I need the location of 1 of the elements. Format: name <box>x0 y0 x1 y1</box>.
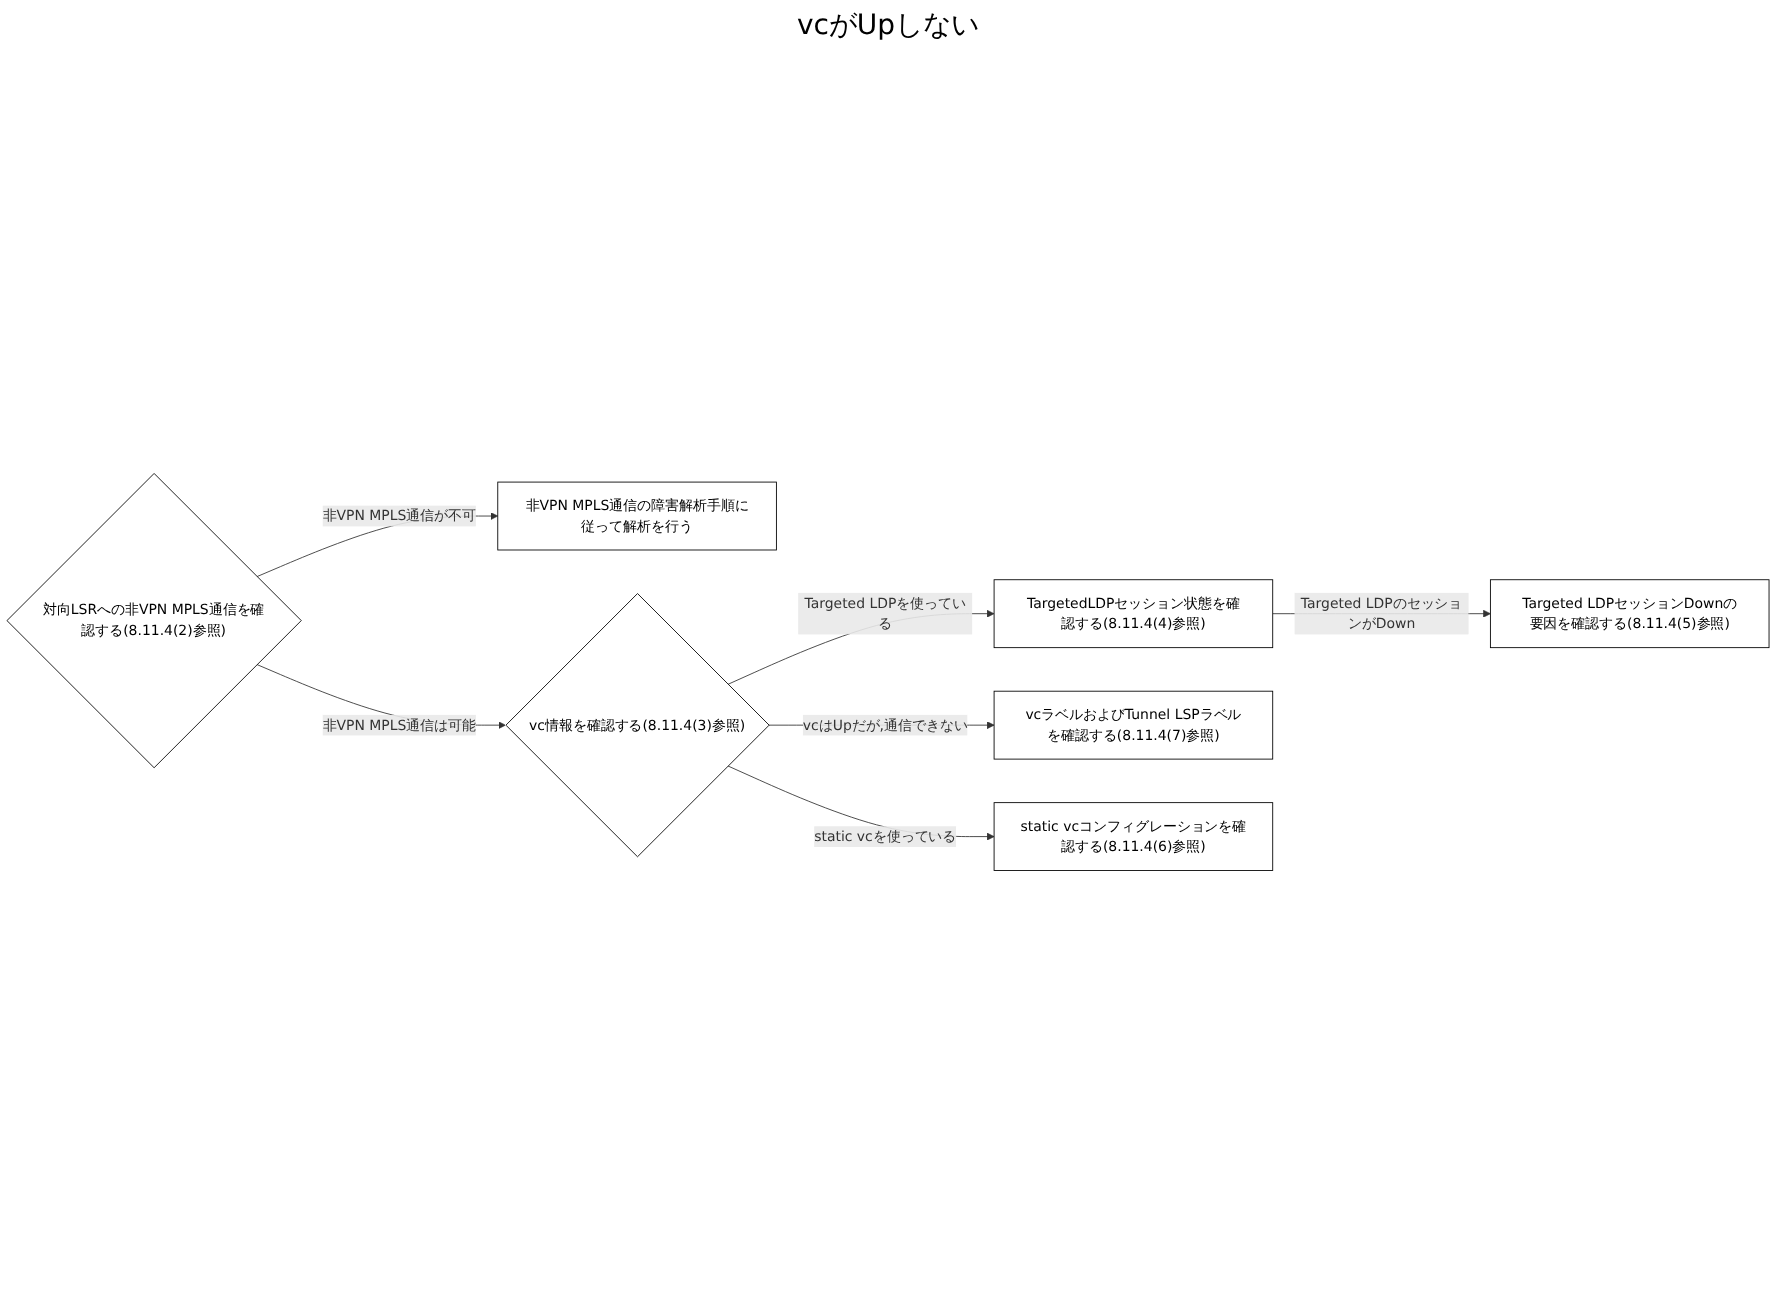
note: vcがUpしない <box>796 10 980 42</box>
